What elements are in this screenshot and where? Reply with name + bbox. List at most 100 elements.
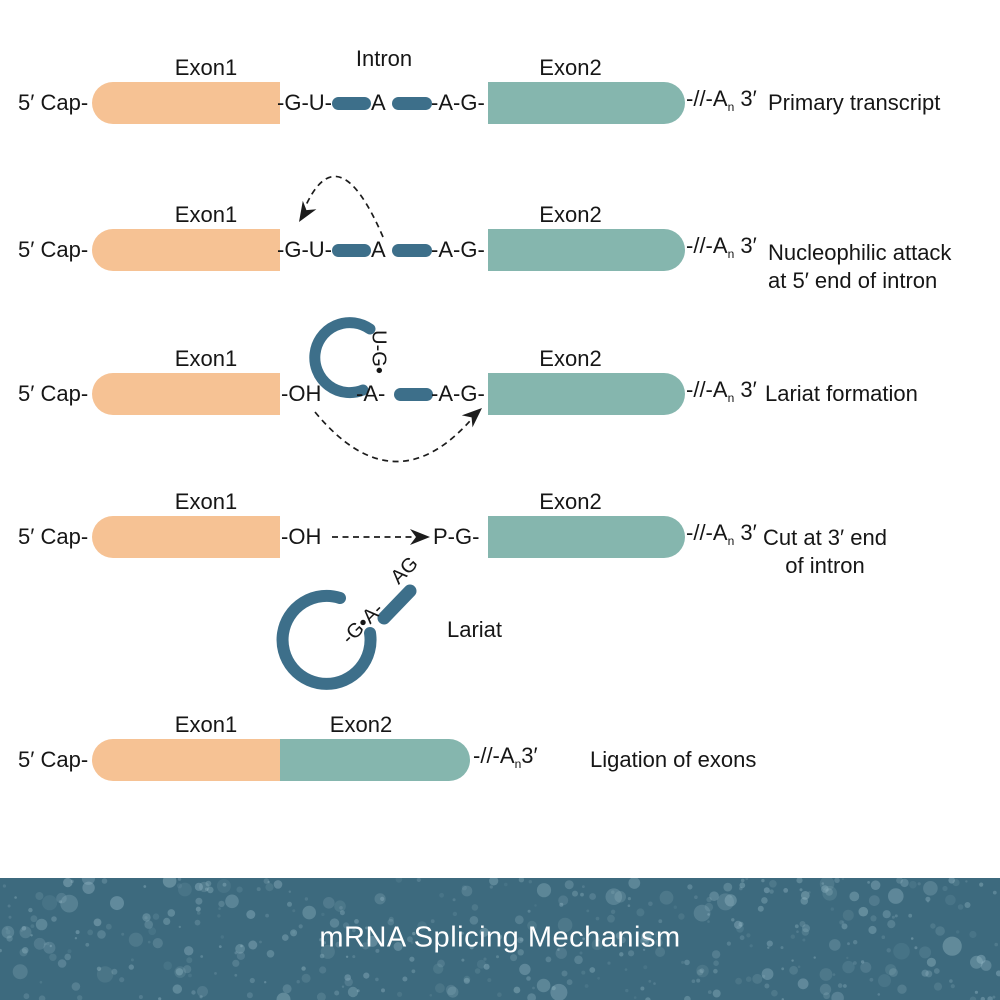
- speckle-dot: [870, 880, 881, 890]
- speckle-dot: [591, 939, 603, 951]
- speckle-dot: [763, 887, 770, 894]
- speckle-dot: [445, 984, 457, 996]
- speckle-dot: [536, 883, 552, 898]
- hydroxyl-text: -OH: [281, 524, 322, 549]
- speckle-dot: [75, 930, 80, 935]
- speckle-dot: [729, 895, 732, 898]
- speckle-dot: [461, 885, 467, 891]
- speckle-dot: [6, 935, 13, 942]
- speckle-dot: [479, 942, 483, 946]
- branch-attack-arrow: [314, 411, 477, 463]
- speckle-dot: [85, 942, 90, 947]
- speckle-dot: [713, 968, 718, 974]
- speckle-dot: [867, 881, 870, 884]
- speckle-dot: [496, 955, 499, 959]
- tail-subscript: n: [727, 534, 735, 549]
- speckle-dot: [919, 946, 932, 959]
- exon2-block: [488, 82, 685, 124]
- speckle-dot: [276, 992, 291, 1000]
- banner-title: mRNA Splicing Mechanism: [319, 921, 681, 954]
- intron-segment-bar: [392, 97, 432, 110]
- speckle-dot: [51, 916, 57, 922]
- speckle-dot: [188, 973, 192, 978]
- speckle-dot: [707, 990, 712, 994]
- speckle-dot: [837, 983, 843, 988]
- speckle-dot: [799, 921, 806, 927]
- speckle-dot: [416, 878, 421, 882]
- speckle-dot: [195, 897, 203, 905]
- speckle-dot: [96, 966, 114, 983]
- phosphate-g-text: P-G-: [433, 524, 480, 549]
- speckle-dot: [858, 906, 869, 917]
- speckle-dot: [800, 897, 809, 905]
- speckle-dot: [659, 890, 674, 905]
- polya-tail-text: -//-An 3′: [686, 233, 757, 266]
- speckle-dot: [842, 960, 855, 974]
- polya-tail-text: -//-An 3′: [686, 85, 757, 119]
- speckle-dot: [23, 993, 30, 1000]
- speckle-dot: [67, 949, 72, 954]
- speckle-dot: [555, 947, 567, 959]
- speckle-dot: [965, 880, 968, 883]
- speckle-dot: [483, 963, 490, 970]
- speckle-dot: [526, 976, 531, 981]
- speckle-dot: [417, 921, 427, 931]
- speckle-dot: [551, 986, 556, 991]
- speckle-dot: [655, 947, 666, 957]
- speckle-dot: [697, 969, 704, 976]
- speckle-dot: [235, 943, 246, 954]
- speckle-dot: [302, 905, 317, 920]
- intron-label: Intron: [355, 46, 413, 71]
- speckle-dot: [35, 892, 44, 900]
- five-prime-cap-label: 5′ Cap-: [18, 237, 89, 262]
- speckle-dot: [739, 882, 746, 889]
- speckle-dot: [746, 933, 751, 938]
- speckle-dot: [791, 959, 794, 962]
- speckle-dot: [43, 941, 56, 954]
- speckle-dot: [684, 959, 690, 966]
- speckle-dot: [767, 946, 770, 949]
- exon1-block: [92, 516, 280, 558]
- speckle-dot: [469, 916, 479, 925]
- speckle-dot: [673, 905, 677, 909]
- speckle-dot: [374, 893, 386, 905]
- exon1-label: Exon1: [174, 55, 238, 80]
- speckle-dot: [696, 978, 701, 983]
- speckle-dot: [821, 885, 829, 893]
- exon1-block: [92, 373, 280, 415]
- speckle-dot: [745, 878, 749, 881]
- speckle-dot: [267, 880, 270, 884]
- speckle-dot: [969, 930, 977, 939]
- speckle-dot: [64, 953, 71, 961]
- speckle-dot: [761, 968, 774, 980]
- speckle-dot: [447, 986, 459, 998]
- speckle-dot: [581, 970, 586, 975]
- speckle-dot: [545, 956, 552, 963]
- speckle-dot: [28, 907, 33, 913]
- speckle-dot: [853, 940, 858, 945]
- speckle-dot: [335, 941, 342, 948]
- speckle-dot: [316, 992, 326, 1000]
- speckle-dot: [147, 940, 151, 944]
- speckle-dot: [819, 878, 835, 891]
- speckle-dot: [45, 941, 50, 946]
- speckle-dot: [580, 892, 584, 897]
- speckle-dot: [825, 888, 833, 896]
- lariat-end-text: AG: [386, 552, 423, 589]
- speckle-dot: [433, 963, 444, 974]
- splice-donor-text: -G-U-: [277, 237, 332, 262]
- speckle-dot: [796, 878, 803, 884]
- speckle-dot: [834, 878, 840, 883]
- speckle-dot: [356, 989, 360, 993]
- speckle-dot: [886, 948, 891, 953]
- speckle-dot: [30, 934, 33, 937]
- splice-donor-text: -G-U-: [277, 90, 332, 115]
- speckle-dot: [38, 995, 46, 1000]
- speckle-dot: [897, 984, 907, 994]
- speckle-dot: [633, 996, 637, 999]
- speckle-dot: [439, 892, 444, 898]
- tail-pre: -//-A: [686, 85, 728, 111]
- speckle-dot: [471, 904, 479, 911]
- speckle-dot: [236, 886, 243, 893]
- speckle-dot: [868, 895, 880, 906]
